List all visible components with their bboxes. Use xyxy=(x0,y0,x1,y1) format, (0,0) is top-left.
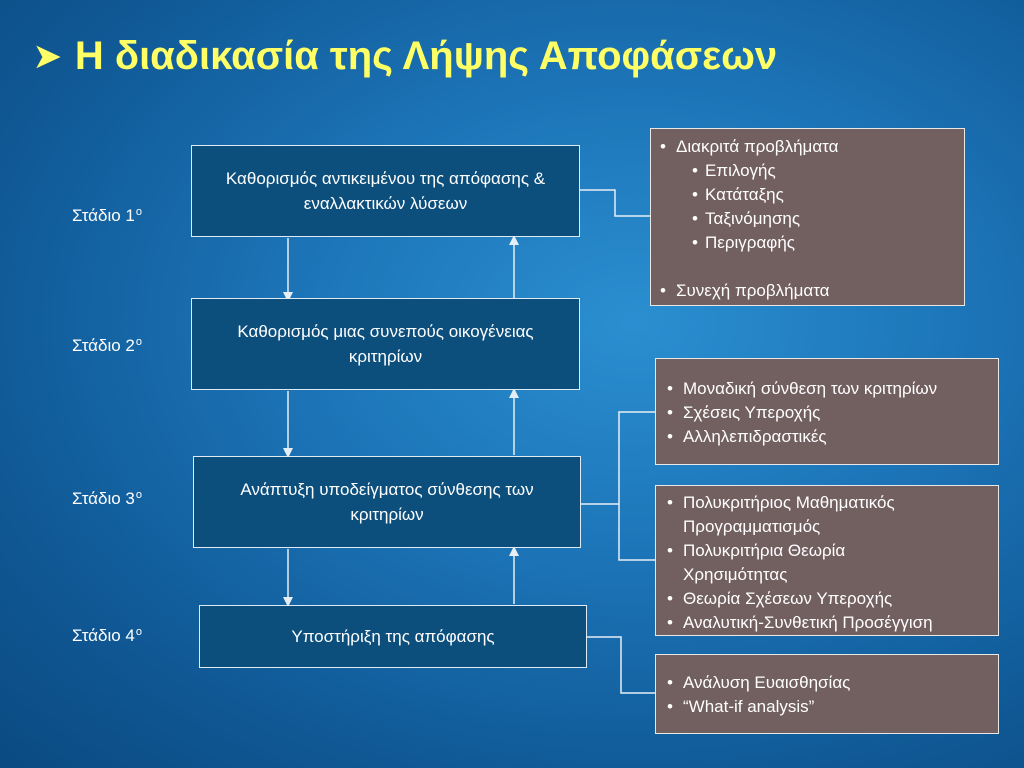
step-box-3: Ανάπτυξη υποδείγματος σύνθεσης των κριτη… xyxy=(193,456,581,548)
connector-step4-support xyxy=(587,636,655,694)
bullet-icon: • xyxy=(692,209,698,228)
step-box-4-text: Υποστήριξη της απόφασης xyxy=(291,627,495,646)
list-item: •Μοναδική σύνθεση των κριτηρίων xyxy=(667,377,998,401)
bullet-icon: • xyxy=(667,403,673,422)
bullet-icon: • xyxy=(660,281,666,300)
list-item: •Ανάλυση Ευαισθησίας xyxy=(667,671,998,695)
connector-step3-methods xyxy=(618,504,655,561)
bullet-icon: • xyxy=(660,137,666,156)
methods-box: •Πολυκριτήριος Μαθηματικός Προγραμματισμ… xyxy=(655,485,999,636)
list-item: •Σχέσεις Υπεροχής xyxy=(667,401,998,425)
list-spacer xyxy=(660,255,964,279)
list-item: •Συνεχή προβλήματα xyxy=(660,279,964,303)
synthesis-approaches-box: •Μοναδική σύνθεση των κριτηρίων •Σχέσεις… xyxy=(655,358,999,465)
list-item: •Πολυκριτήρια Θεωρία xyxy=(667,539,998,563)
list-item: •Διακριτά προβλήματα xyxy=(660,135,964,159)
stage-label-4: Στάδιο 4ο xyxy=(72,626,142,645)
bullet-icon: • xyxy=(667,541,673,560)
list-item: •Αλληλεπιδραστικές xyxy=(667,425,998,449)
problem-types-list: •Διακριτά προβλήματα •Επιλογής •Κατάταξη… xyxy=(660,135,964,303)
list-item: •“What-if analysis” xyxy=(667,695,998,719)
bullet-icon: • xyxy=(692,161,698,180)
step-box-1: Καθορισμός αντικειμένου της απόφασης & ε… xyxy=(191,145,580,237)
connector-step3-approaches xyxy=(581,411,655,505)
list-item: •Πολυκριτήριος Μαθηματικός xyxy=(667,491,998,515)
bullet-icon: • xyxy=(667,697,673,716)
list-item-continuation: Χρησιμότητας xyxy=(683,565,788,584)
slide-title: ➤ Η διαδικασία της Λήψης Αποφάσεων xyxy=(34,34,777,78)
stage-label-1: Στάδιο 1ο xyxy=(72,206,142,225)
step-box-4: Υποστήριξη της απόφασης xyxy=(199,605,587,668)
list-item: •Περιγραφής xyxy=(660,231,964,255)
list-item-continuation: Προγραμματισμός xyxy=(683,517,821,536)
bullet-icon: • xyxy=(667,673,673,692)
list-item: •Θεωρία Σχέσεων Υπεροχής xyxy=(667,587,998,611)
list-item: •Επιλογής xyxy=(660,159,964,183)
support-list: •Ανάλυση Ευαισθησίας •“What-if analysis” xyxy=(667,671,998,719)
step-box-2: Καθορισμός μιας συνεπούς οικογένειας κρι… xyxy=(191,298,580,390)
bullet-icon: • xyxy=(667,427,673,446)
bullet-icon: • xyxy=(667,589,673,608)
step-box-1-text: Καθορισμός αντικειμένου της απόφασης & ε… xyxy=(225,169,546,213)
stage-label-3: Στάδιο 3ο xyxy=(72,489,142,508)
slide-title-text: Η διαδικασία της Λήψης Αποφάσεων xyxy=(74,34,778,78)
list-item: •Αναλυτική-Συνθετική Προσέγγιση xyxy=(667,611,998,635)
step-box-2-text: Καθορισμός μιας συνεπούς οικογένειας κρι… xyxy=(237,322,534,366)
problem-types-box: •Διακριτά προβλήματα •Επιλογής •Κατάταξη… xyxy=(650,128,965,306)
bullet-icon: • xyxy=(667,493,673,512)
stage-label-2: Στάδιο 2ο xyxy=(72,336,142,355)
support-box: •Ανάλυση Ευαισθησίας •“What-if analysis” xyxy=(655,654,999,734)
bullet-icon: • xyxy=(692,185,698,204)
step-box-3-text: Ανάπτυξη υποδείγματος σύνθεσης των κριτη… xyxy=(240,480,534,524)
list-item: •Κατάταξης xyxy=(660,183,964,207)
bullet-icon: • xyxy=(667,379,673,398)
methods-list: •Πολυκριτήριος Μαθηματικός Προγραμματισμ… xyxy=(667,491,998,635)
bullet-icon: • xyxy=(692,233,698,252)
list-item: •Ταξινόμησης xyxy=(660,207,964,231)
synthesis-approaches-list: •Μοναδική σύνθεση των κριτηρίων •Σχέσεις… xyxy=(667,377,998,449)
connector-step1-problem-types xyxy=(580,189,650,217)
arrow-bullet-icon: ➤ xyxy=(34,38,61,74)
bullet-icon: • xyxy=(667,613,673,632)
